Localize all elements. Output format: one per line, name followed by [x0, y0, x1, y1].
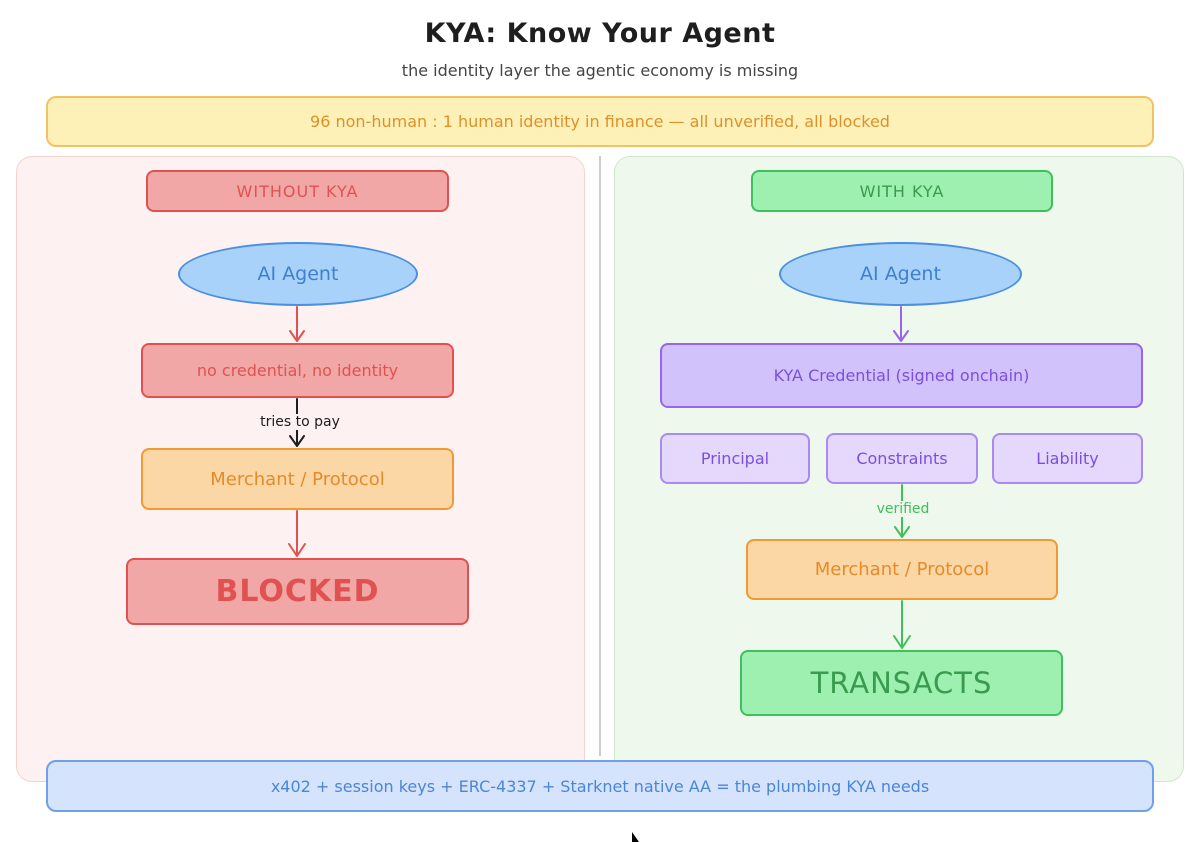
liability-node: Liability — [992, 433, 1143, 484]
ai-agent-node-right: AI Agent — [779, 242, 1022, 306]
kya-credential-node: KYA Credential (signed onchain) — [660, 343, 1143, 408]
with-kya-header: WITH KYA — [751, 170, 1053, 212]
blocked-result-node: BLOCKED — [126, 558, 469, 625]
stat-banner: 96 non-human : 1 human identity in finan… — [46, 96, 1154, 147]
without-kya-header: WITHOUT KYA — [146, 170, 449, 212]
panel-divider — [599, 156, 601, 756]
merchant-node-left: Merchant / Protocol — [141, 448, 454, 510]
merchant-node-right: Merchant / Protocol — [746, 539, 1058, 600]
no-credential-node: no credential, no identity — [141, 343, 454, 398]
principal-node: Principal — [660, 433, 810, 484]
constraints-node: Constraints — [826, 433, 978, 484]
ai-agent-node-left: AI Agent — [178, 242, 418, 306]
page-subtitle: the identity layer the agentic economy i… — [401, 61, 799, 80]
page-title: KYA: Know Your Agent — [424, 18, 776, 49]
footer-banner: x402 + session keys + ERC-4337 + Starkne… — [46, 760, 1154, 812]
mouse-cursor-icon — [632, 832, 639, 842]
transacts-result-node: TRANSACTS — [740, 650, 1063, 716]
tries-to-pay-label: tries to pay — [240, 414, 360, 430]
verified-label: verified — [858, 501, 948, 517]
